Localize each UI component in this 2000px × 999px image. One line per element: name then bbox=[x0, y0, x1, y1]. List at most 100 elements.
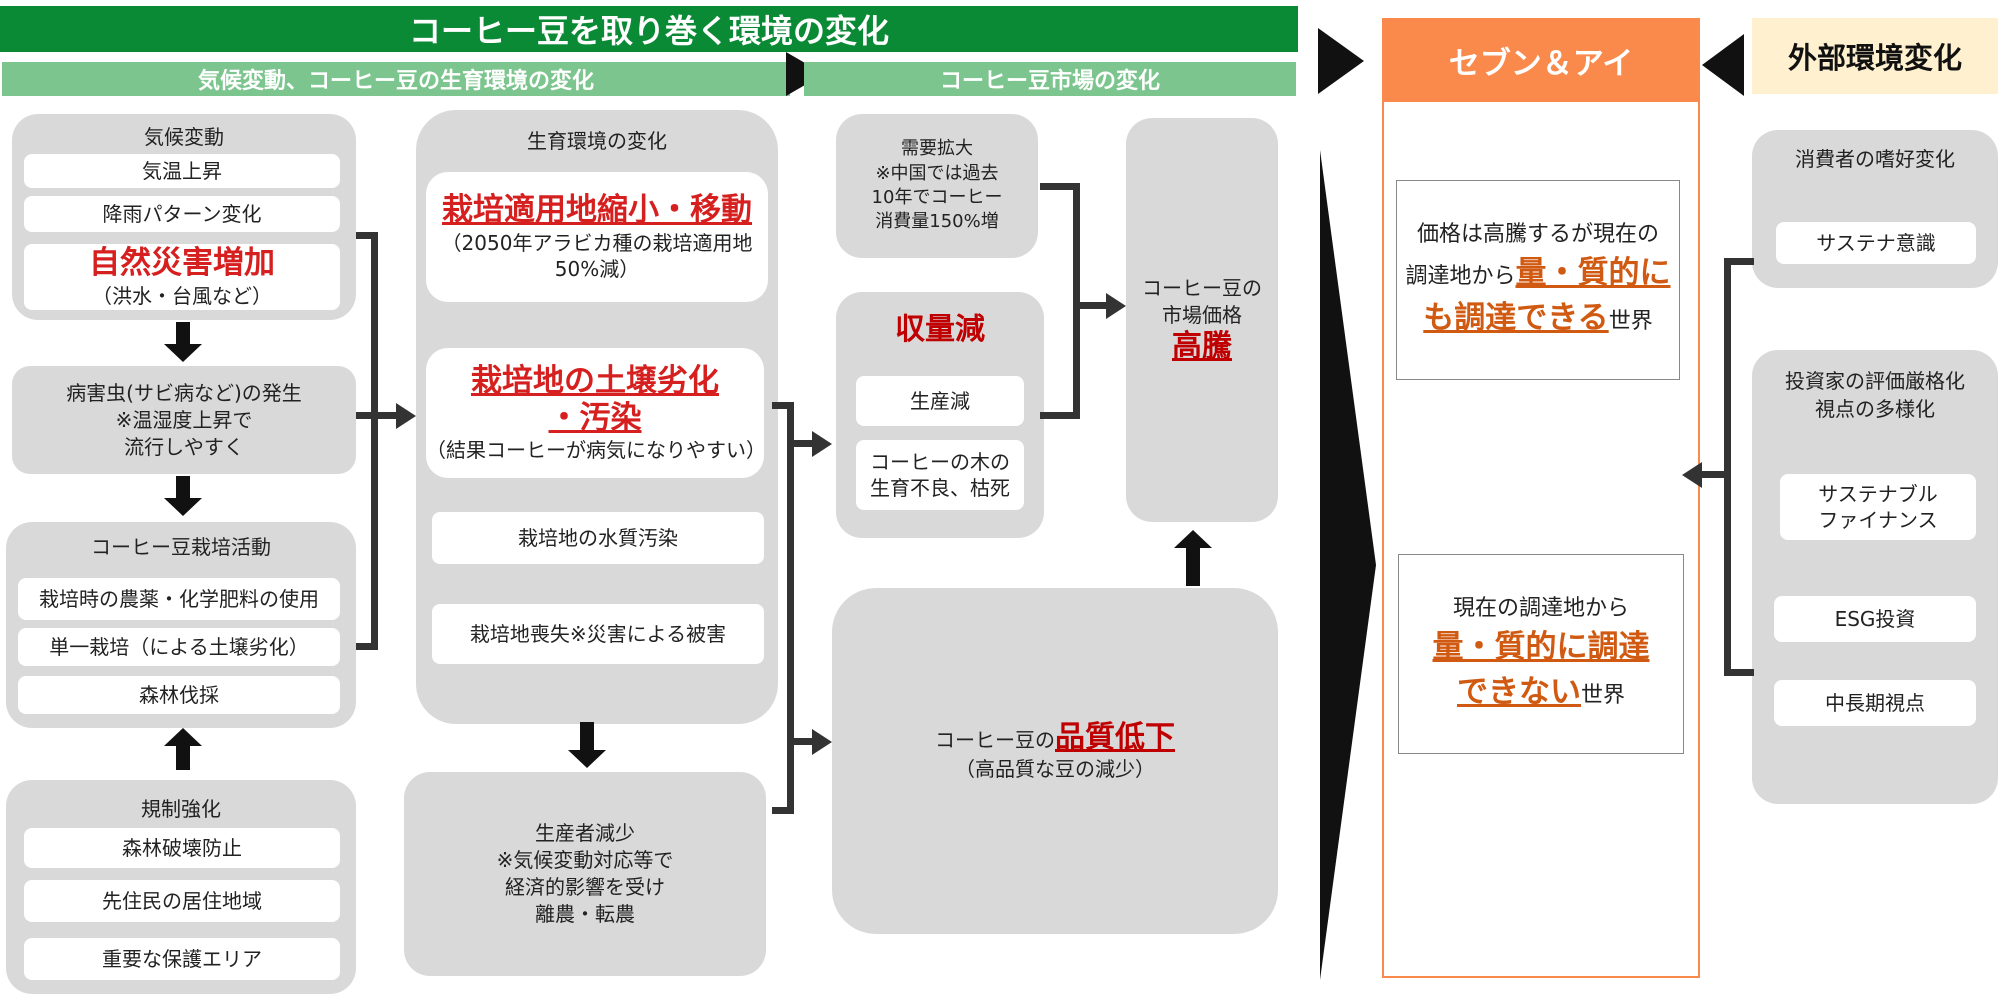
bracket-col2 bbox=[772, 402, 794, 814]
price-line-2: 市場価格 bbox=[1162, 303, 1242, 327]
seven-header: セブン＆アイ bbox=[1382, 18, 1700, 102]
bracket-col1-arrow-head bbox=[396, 403, 416, 429]
quality-line: コーヒー豆の品質低下 bbox=[935, 720, 1175, 756]
cultivation-item-chemicals: 栽培時の農薬・化学肥料の使用 bbox=[18, 578, 340, 620]
sub-banner-climate-label: 気候変動、コーヒー豆の生育環境の変化 bbox=[197, 69, 594, 94]
down-arrow-head-2 bbox=[164, 498, 202, 516]
seven-panel bbox=[1382, 102, 1700, 978]
scenario-1-line-3a: も調達できる bbox=[1423, 299, 1609, 336]
bracket-external-arrow-head bbox=[1682, 462, 1702, 488]
up-arrow-shaft-regulation bbox=[176, 746, 190, 770]
bracket-col2-arrow-upper bbox=[794, 440, 814, 447]
big-arrow-wedge bbox=[1320, 150, 1376, 980]
down-arrow-shaft-1 bbox=[176, 322, 190, 344]
bracket-col1 bbox=[356, 232, 378, 650]
producer-line-2: ※気候変動対応等で bbox=[496, 848, 674, 872]
bracket-market bbox=[1040, 183, 1080, 419]
quality-text: コーヒー豆の品質低下 （高品質な豆の減少） bbox=[832, 720, 1278, 783]
yield-item-trees-2: 生育不良、枯死 bbox=[870, 476, 1010, 500]
bracket-external-arrow-line bbox=[1700, 471, 1726, 478]
price-line-3: 高騰 bbox=[1172, 329, 1232, 364]
sub-banner-market-label: コーヒー豆市場の変化 bbox=[939, 69, 1160, 94]
cultivation-title: コーヒー豆栽培活動 bbox=[91, 535, 271, 559]
external-header: 外部環境変化 bbox=[1752, 18, 1998, 94]
demand-line-3: 10年でコーヒー bbox=[871, 187, 1003, 208]
bracket-col2-arrow-upper-head bbox=[812, 431, 832, 457]
up-arrow-shaft-price bbox=[1186, 548, 1200, 586]
sub-banner-climate: 気候変動、コーヒー豆の生育環境の変化 bbox=[2, 62, 790, 96]
up-arrow-head-price bbox=[1174, 530, 1212, 548]
scenario-1-line-3b: 世界 bbox=[1608, 308, 1653, 334]
down-arrow-shaft-growth bbox=[580, 722, 594, 750]
yield-item-trees: コーヒーの木の 生育不良、枯死 bbox=[856, 440, 1024, 510]
main-title: コーヒー豆を取り巻く環境の変化 bbox=[408, 12, 889, 50]
scenario-1-box: 価格は高騰するが現在の 調達地から量・質的に も調達できる世界 bbox=[1396, 180, 1680, 380]
growth-box-area-title: 栽培適用地縮小・移動 bbox=[442, 192, 752, 229]
pest-line-2: ※温湿度上昇で bbox=[115, 407, 253, 432]
down-arrow-shaft-2 bbox=[176, 476, 190, 498]
pest-panel: 病害虫(サビ病など)の発生 ※温湿度上昇で 流行しやすく bbox=[12, 366, 356, 474]
regulation-item-protected: 重要な保護エリア bbox=[24, 938, 340, 980]
bracket-col1-arrow-line bbox=[356, 412, 398, 419]
bracket-market-arrow-line bbox=[1080, 302, 1108, 309]
scenario-1-line-2b: 量・質的に bbox=[1515, 255, 1671, 291]
climate-title: 気候変動 bbox=[144, 125, 224, 149]
producer-line-3: 経済的影響を受け bbox=[505, 875, 665, 899]
investor-item-longterm: 中長期視点 bbox=[1774, 680, 1976, 726]
scenario-2-line-2: 量・質的に調達 bbox=[1432, 629, 1650, 665]
cultivation-item-monoculture: 単一栽培（による土壌劣化） bbox=[18, 628, 340, 666]
quality-title: 品質低下 bbox=[1055, 720, 1175, 755]
scenario-2-line-3: できない世界 bbox=[1457, 670, 1625, 715]
investor-item-esg: ESG投資 bbox=[1774, 596, 1976, 642]
climate-item-rainfall: 降雨パターン変化 bbox=[24, 196, 340, 232]
disaster-title: 自然災害増加 bbox=[89, 245, 275, 282]
investor-title-2: 視点の多様化 bbox=[1815, 397, 1935, 421]
growth-box-area: 栽培適用地縮小・移動 （2050年アラビカ種の栽培適用地 50%減） bbox=[426, 172, 768, 302]
climate-item-temperature: 気温上昇 bbox=[24, 154, 340, 188]
scenario-1-line-2a: 調達地から bbox=[1405, 264, 1516, 289]
consumer-item-sustainability: サステナ意識 bbox=[1776, 222, 1976, 264]
producer-panel: 生産者減少 ※気候変動対応等で 経済的影響を受け 離農・転農 bbox=[404, 772, 766, 976]
disaster-note: （洪水・台風など） bbox=[92, 283, 272, 308]
investor-item-finance-1: サステナブル bbox=[1818, 482, 1938, 506]
growth-box-soil-title-1: 栽培地の土壌劣化 bbox=[471, 362, 719, 399]
yield-item-production: 生産減 bbox=[856, 376, 1024, 426]
arrow-from-external bbox=[1702, 34, 1744, 96]
bracket-external bbox=[1724, 258, 1754, 676]
regulation-item-indigenous: 先住民の居住地域 bbox=[24, 880, 340, 922]
bracket-market-arrow-head bbox=[1106, 293, 1126, 319]
external-header-label: 外部環境変化 bbox=[1787, 41, 1962, 75]
bracket-col2-arrow-lower bbox=[794, 738, 814, 745]
price-line-1: コーヒー豆の bbox=[1142, 276, 1262, 300]
quality-panel bbox=[832, 588, 1278, 934]
down-arrow-head-1 bbox=[164, 344, 202, 362]
climate-disaster-box: 自然災害増加 （洪水・台風など） bbox=[24, 244, 340, 310]
scenario-1-line-3: も調達できる世界 bbox=[1423, 296, 1652, 341]
growth-box-soil-title-2: ・汚染 bbox=[548, 400, 642, 436]
growth-box-area-note-1: （2050年アラビカ種の栽培適用地 bbox=[441, 230, 753, 255]
growth-box-soil: 栽培地の土壌劣化 ・汚染 （結果コーヒーが病気になりやすい） bbox=[426, 348, 766, 478]
producer-line-1: 生産者減少 bbox=[535, 821, 635, 845]
scenario-2-line-3a: できない bbox=[1456, 673, 1581, 710]
demand-panel: 需要拡大 ※中国では過去 10年でコーヒー 消費量150%増 bbox=[836, 114, 1038, 258]
producer-line-4: 離農・転農 bbox=[535, 902, 635, 926]
sub-banner-market: コーヒー豆市場の変化 bbox=[804, 62, 1296, 96]
investor-item-finance: サステナブル ファイナンス bbox=[1780, 474, 1976, 540]
down-arrow-head-growth bbox=[568, 750, 606, 768]
investor-title-1: 投資家の評価厳格化 bbox=[1785, 369, 1965, 393]
regulation-title: 規制強化 bbox=[141, 797, 221, 821]
pest-line-1: 病害虫(サビ病など)の発生 bbox=[66, 380, 302, 405]
up-arrow-head-regulation bbox=[164, 728, 202, 746]
scenario-1-line-1: 価格は高騰するが現在の bbox=[1416, 222, 1659, 248]
quality-note: （高品質な豆の減少） bbox=[955, 757, 1155, 781]
scenario-2-line-3b: 世界 bbox=[1580, 682, 1625, 708]
yield-title: 収量減 bbox=[895, 312, 985, 347]
bracket-col2-arrow-lower-head bbox=[812, 729, 832, 755]
demand-line-1: 需要拡大 bbox=[901, 138, 973, 160]
seven-header-label: セブン＆アイ bbox=[1448, 45, 1634, 82]
scenario-2-line-1: 現在の調達地から bbox=[1452, 596, 1629, 622]
demand-line-4: 消費量150%増 bbox=[875, 211, 999, 233]
price-panel: コーヒー豆の 市場価格 高騰 bbox=[1126, 118, 1278, 522]
scenario-2-box: 現在の調達地から 量・質的に調達 できない世界 bbox=[1398, 554, 1684, 754]
investor-item-finance-2: ファイナンス bbox=[1818, 508, 1938, 532]
